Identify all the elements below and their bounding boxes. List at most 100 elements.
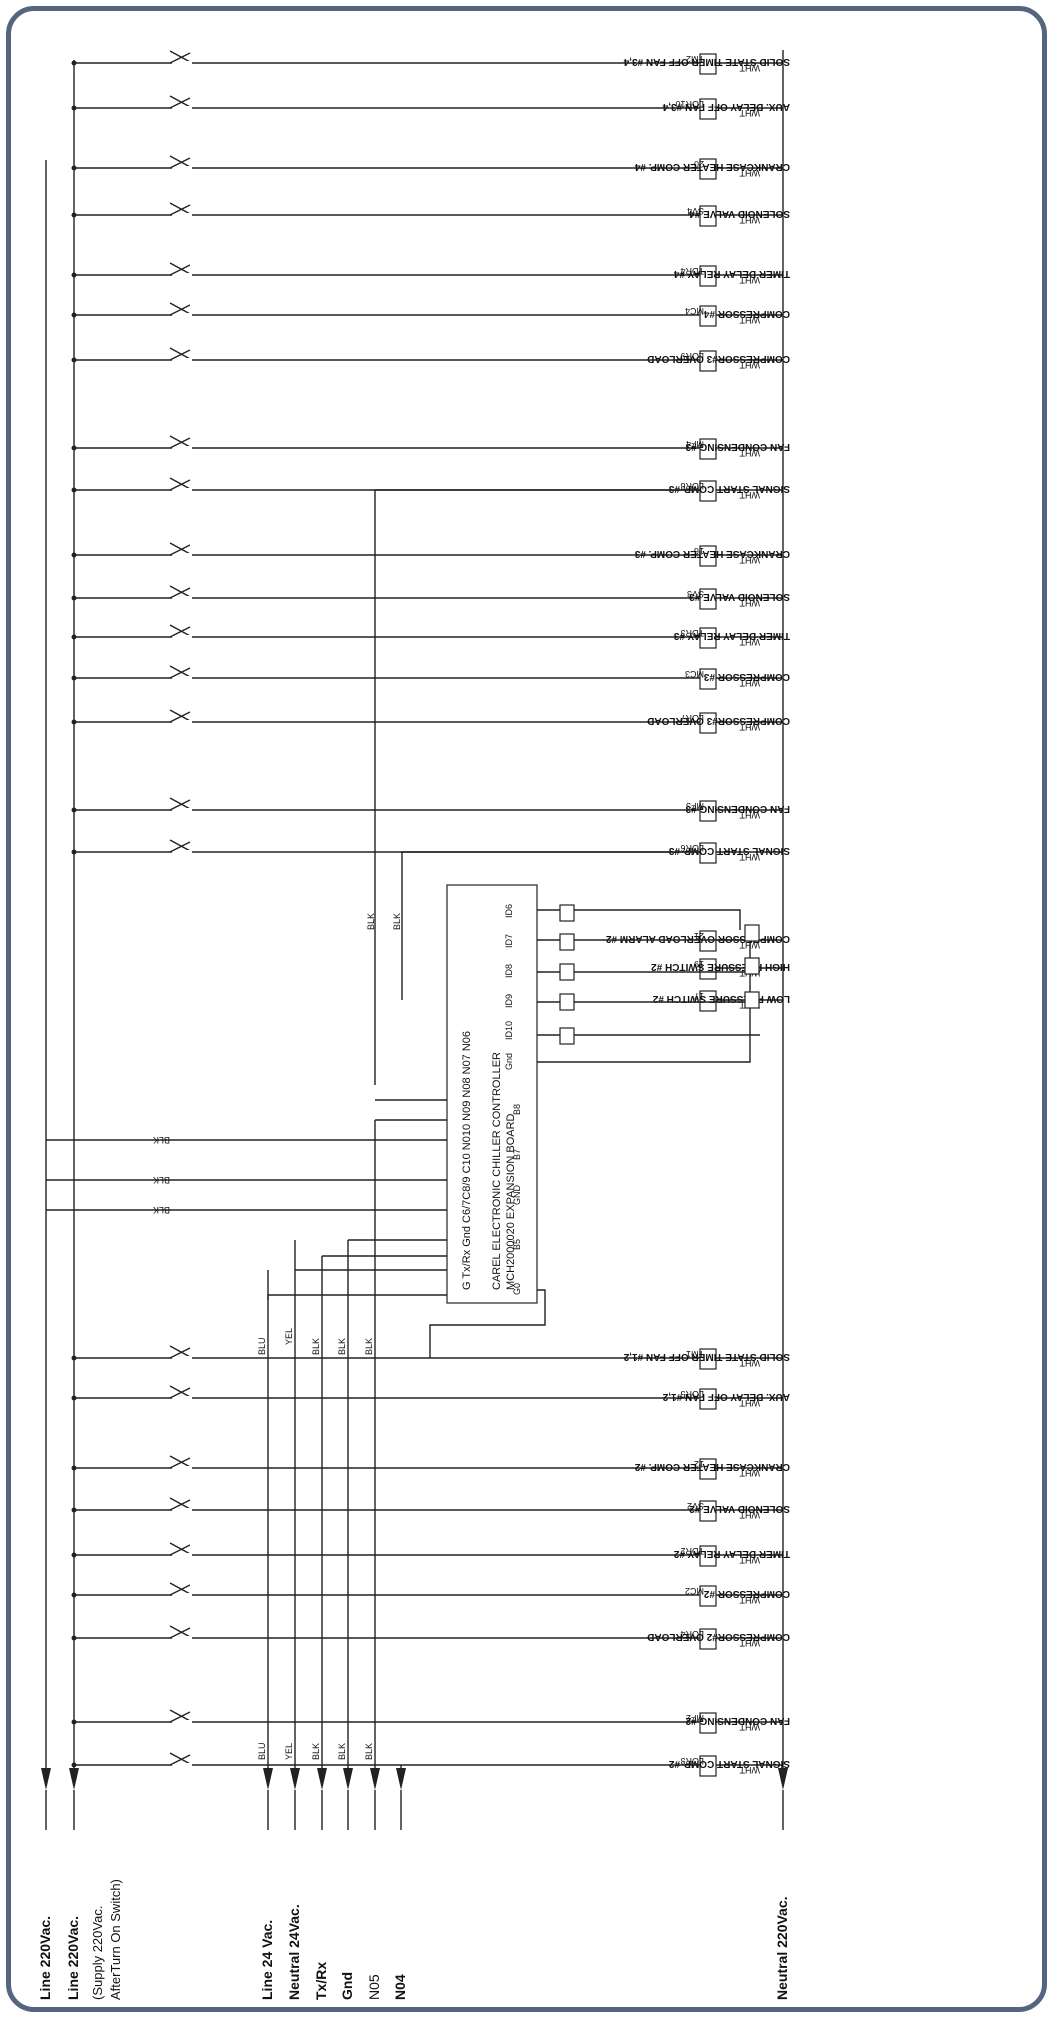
label-n04: N04 — [392, 1974, 408, 2000]
terminal-box — [699, 990, 717, 1012]
svg-text:BLK: BLK — [337, 1743, 347, 1760]
carel-controller: CAREL ELECTRONIC CHILLER CONTROLLER MCH2… — [46, 489, 760, 1760]
terminal-box — [699, 545, 717, 567]
rung-label: COMPRESSOR#2 OVERLOAD — [647, 1631, 790, 1642]
rung-label: TIMER DELAY RELAY #2 — [673, 1548, 790, 1559]
wire-color-label: WHT — [739, 490, 760, 500]
controller-board — [446, 884, 538, 1304]
contact-symbol — [169, 626, 191, 638]
terminal-label: LOR9 — [680, 351, 704, 361]
wire-color-label: WHT — [739, 1638, 760, 1648]
pin-b5: B5 — [512, 1239, 522, 1250]
wire-color-label: WHT — [739, 1510, 760, 1520]
wire-color-label: WHT — [739, 108, 760, 118]
power-rails — [41, 50, 788, 1830]
label-n05: N05 — [366, 1974, 382, 2000]
wire-color-label: WHT — [739, 215, 760, 225]
rung-label: SOLENOID VALVE #3 — [689, 591, 790, 602]
contact-symbol — [169, 841, 191, 853]
terminal-label: LOR3 — [680, 1756, 704, 1766]
label-supply-1: (Supply 220Vac. — [90, 1906, 105, 2000]
rung-label: SOLID STATE TIMER OFF FAN #3,4 — [623, 56, 790, 67]
terminal-label: MC3 — [685, 669, 704, 679]
rung-row: 17WHTLOW PRESSURE SWITCH #2 — [652, 990, 790, 1012]
terminal-label: 21 — [694, 931, 704, 941]
svg-text:BLK: BLK — [153, 1205, 170, 1215]
terminal-label: 20 — [694, 159, 704, 169]
terminal-label: TM2 — [686, 54, 704, 64]
label-gnd: Gnd — [339, 1972, 355, 2000]
label-supply-2: AfterTurn On Switch) — [108, 1879, 123, 2000]
terminal-box — [699, 305, 717, 327]
svg-text:BLK: BLK — [392, 913, 402, 930]
arrow-line2-icon — [69, 1768, 79, 1790]
svg-text:BLK: BLK — [364, 1338, 374, 1355]
contact-symbol — [169, 1544, 191, 1556]
contact-symbol — [169, 1711, 191, 1723]
pin-id9: ID9 — [504, 994, 514, 1008]
terminal-box — [699, 668, 717, 690]
contact-symbol — [169, 97, 191, 109]
wire-color-label: WHT — [739, 168, 760, 178]
pin-gnd: Gnd — [504, 1053, 514, 1070]
arrow-line1-icon — [41, 1768, 51, 1790]
contact-symbol — [169, 1584, 191, 1596]
wire-color-label: WHT — [739, 1358, 760, 1368]
terminal-label: 16 — [694, 546, 704, 556]
terminal-label: TDR3 — [680, 628, 704, 638]
supply-labels: Line 220Vac. Line 220Vac. (Supply 220Vac… — [37, 1879, 790, 2000]
rung-label: SOLID STATE TIMER OFF FAN #1,2 — [623, 1351, 790, 1362]
contact-symbol — [169, 264, 191, 276]
wire-color-label: WHT — [739, 1468, 760, 1478]
rung-label: COMPRESSOR#3 OVERLOAD — [647, 715, 790, 726]
rung-label: CRANKCASE HEATER COMP. #3 — [634, 548, 790, 559]
svg-text:BLU: BLU — [257, 1337, 267, 1355]
pin-b8: B8 — [512, 1104, 522, 1115]
contact-symbol — [169, 1457, 191, 1469]
contact-symbol — [169, 52, 191, 64]
terminal-box — [699, 1388, 717, 1410]
terminal-box — [699, 1348, 717, 1370]
rung-label: COMPRESSOR#3 OVERLOAD — [647, 353, 790, 364]
contact-symbol — [169, 1387, 191, 1399]
terminal-label: SV3 — [687, 589, 704, 599]
terminal-box — [699, 438, 717, 460]
wire-color-label: WHT — [739, 637, 760, 647]
rung-label: CRANKCASE HEATER COMP. #2 — [634, 1461, 790, 1472]
svg-text:BLK: BLK — [311, 1743, 321, 1760]
terminal-box — [699, 1712, 717, 1734]
svg-text:BLK: BLK — [311, 1338, 321, 1355]
wire-color-label: WHT — [739, 722, 760, 732]
contact-symbol — [169, 437, 191, 449]
terminal-label: LOR7 — [680, 713, 704, 723]
terminal-box — [699, 265, 717, 287]
terminal-box — [699, 350, 717, 372]
contact-symbol — [169, 667, 191, 679]
rung-label: AUX. DELAY OFF FAN #3,4 — [662, 101, 790, 112]
terminal-box — [699, 53, 717, 75]
controller-pins-top: G Tx/Rx Gnd C6/7C8/9 C10 N010 N09 N08 N0… — [461, 1031, 473, 1290]
terminal-label: TM1 — [686, 1349, 704, 1359]
terminal-label: MF4 — [686, 439, 704, 449]
terminal-label: LOR10 — [675, 99, 704, 109]
rung-label: HIGH PRESSURE SWITCH #2 — [651, 961, 790, 972]
wire-color-label: WHT — [739, 852, 760, 862]
terminal-label: LOR6 — [680, 843, 704, 853]
label-line-220-1: Line 220Vac. — [37, 1916, 53, 2000]
arrow-neutral-icon — [778, 1768, 788, 1790]
terminal-label: SV4 — [687, 206, 704, 216]
rung-label: SOLENOID VALVE #4 — [689, 208, 790, 219]
